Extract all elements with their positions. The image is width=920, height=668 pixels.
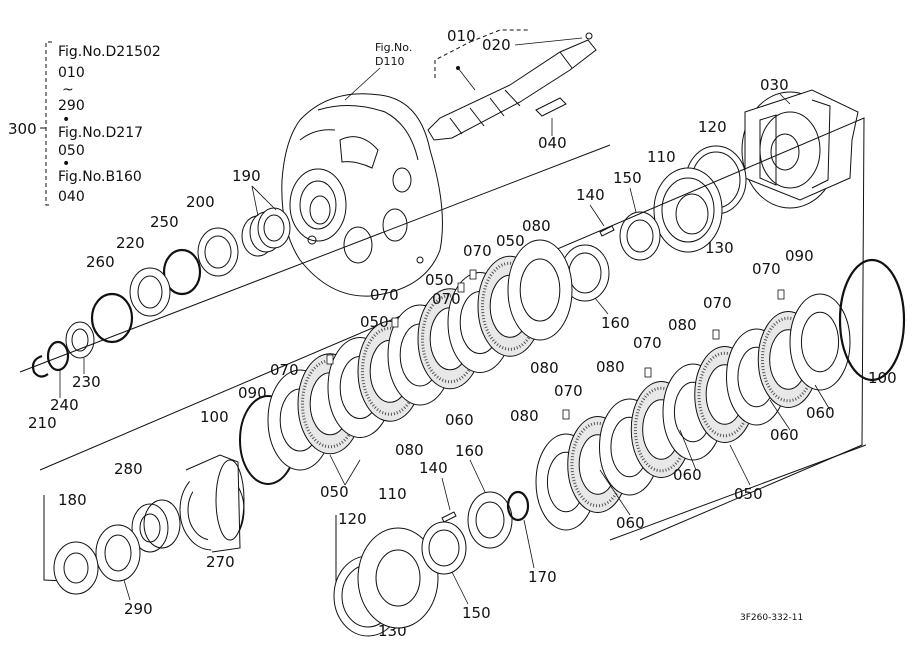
- part-label-070-b: 070: [432, 290, 461, 308]
- part-label-060-b: 060: [806, 404, 835, 422]
- needle-bearing-280: [131, 499, 181, 553]
- snap-ring-250: [162, 248, 202, 296]
- part-label-270: 270: [206, 553, 235, 571]
- ref-line-1: Fig.No.D21502: [58, 44, 161, 60]
- part-label-260: 260: [86, 253, 115, 271]
- ref-line-6: Fig.No.D217: [58, 125, 143, 141]
- spring-pin-icon: [469, 269, 477, 280]
- part-label-120-bot: 120: [338, 510, 367, 528]
- part-label-050-a: 050: [496, 232, 525, 250]
- part-label-180: 180: [58, 491, 87, 509]
- spring-pin-icon: [391, 317, 399, 328]
- part-label-160-top: 160: [601, 314, 630, 332]
- part-label-060-d: 060: [673, 466, 702, 484]
- part-label-090-b: 090: [785, 247, 814, 265]
- part-label-250: 250: [150, 213, 179, 231]
- ref-line-7: 050: [58, 143, 85, 159]
- spring-pin-icon: [457, 282, 465, 293]
- part-label-040: 040: [538, 134, 567, 152]
- lower-clutch-pack: [535, 289, 851, 531]
- part-label-050-d: 050: [320, 483, 349, 501]
- spring-pin-icon: [644, 367, 652, 378]
- assembly-label-300: 300: [8, 120, 37, 138]
- ref-line-10: 040: [58, 189, 85, 205]
- needle-bearing-icon: [197, 227, 239, 277]
- part-label-100-b: 100: [868, 369, 897, 387]
- part-label-050-c: 050: [360, 313, 389, 331]
- piston-icon: [653, 167, 723, 253]
- part-label-030: 030: [760, 76, 789, 94]
- spring-pin-icon: [712, 329, 720, 340]
- part-label-240: 240: [50, 396, 79, 414]
- clutch-friction-plate-icon: [789, 293, 851, 391]
- snap-ring-100: [838, 258, 906, 382]
- part-label-110-bot: 110: [378, 485, 407, 503]
- part-label-150-top: 150: [613, 169, 642, 187]
- part-label-090-a: 090: [238, 384, 267, 402]
- ref-line-4: 290: [58, 98, 85, 114]
- part-label-100-a: 100: [200, 408, 229, 426]
- reference-block: Fig.No.D21502 010 ~ 290 • Fig.No.D217 05…: [8, 41, 161, 206]
- part-label-150-bot: 150: [462, 604, 491, 622]
- drawing-code: 3F260-332-11: [740, 613, 803, 623]
- snap-ring-260: [90, 292, 134, 344]
- housing-ref-line-2: D110: [375, 55, 404, 68]
- part-label-170: 170: [528, 568, 557, 586]
- part-label-080-f: 080: [510, 407, 539, 425]
- spur-gear-icon: [179, 454, 245, 553]
- ref-line-2: 010: [58, 65, 85, 81]
- part-label-210: 210: [28, 414, 57, 432]
- part-label-070-f: 070: [703, 294, 732, 312]
- housing-ref-line-1: Fig.No.: [375, 41, 412, 54]
- snap-ring-170: [506, 490, 530, 522]
- part-label-160-bot: 160: [455, 442, 484, 460]
- part-label-080-d: 080: [668, 316, 697, 334]
- o-ring-240: [46, 340, 70, 372]
- part-label-140-top: 140: [576, 186, 605, 204]
- part-label-070-d: 070: [270, 361, 299, 379]
- part-label-070-e: 070: [752, 260, 781, 278]
- part-label-060-c: 060: [770, 426, 799, 444]
- transmission-housing-icon: [281, 93, 443, 297]
- part-label-120-top: 120: [698, 118, 727, 136]
- part-label-290: 290: [124, 600, 153, 618]
- part-label-140-bot: 140: [419, 459, 448, 477]
- snap-ring-210: [31, 354, 49, 378]
- part-label-020: 020: [482, 36, 511, 54]
- seal-rings-190: [241, 207, 291, 257]
- ref-line-8: •: [62, 156, 70, 172]
- part-label-130-top: 130: [705, 239, 734, 257]
- part-label-010: 010: [447, 27, 476, 45]
- part-label-070-g: 070: [633, 334, 662, 352]
- part-label-050-b: 050: [425, 271, 454, 289]
- part-label-080-a: 080: [522, 217, 551, 235]
- part-label-060-a: 060: [445, 411, 474, 429]
- part-label-080-c: 080: [395, 441, 424, 459]
- part-label-050-e: 050: [734, 485, 763, 503]
- part-label-110-top: 110: [647, 148, 676, 166]
- ref-line-9: Fig.No.B160: [58, 169, 142, 185]
- part-label-080-e: 080: [596, 358, 625, 376]
- part-label-070-h: 070: [554, 382, 583, 400]
- upper-clutch-pack: [239, 239, 573, 485]
- spring-pin-icon: [777, 289, 785, 300]
- ref-line-3: ~: [62, 82, 74, 98]
- splined-shaft-icon: [427, 29, 597, 141]
- part-label-280: 280: [114, 460, 143, 478]
- part-label-060-e: 060: [616, 514, 645, 532]
- ref-line-5: •: [62, 112, 70, 128]
- spring-pin-icon: [562, 409, 570, 420]
- spring-pin-icon: [326, 354, 334, 365]
- clutch-drum-icon: [741, 89, 859, 209]
- part-label-070-c: 070: [370, 286, 399, 304]
- clutch-friction-plate-icon: [507, 239, 573, 341]
- part-label-080-b: 080: [530, 359, 559, 377]
- part-label-070-a: 070: [463, 242, 492, 260]
- part-label-230: 230: [72, 373, 101, 391]
- part-label-220: 220: [116, 234, 145, 252]
- part-label-190: 190: [232, 167, 261, 185]
- part-label-200: 200: [186, 193, 215, 211]
